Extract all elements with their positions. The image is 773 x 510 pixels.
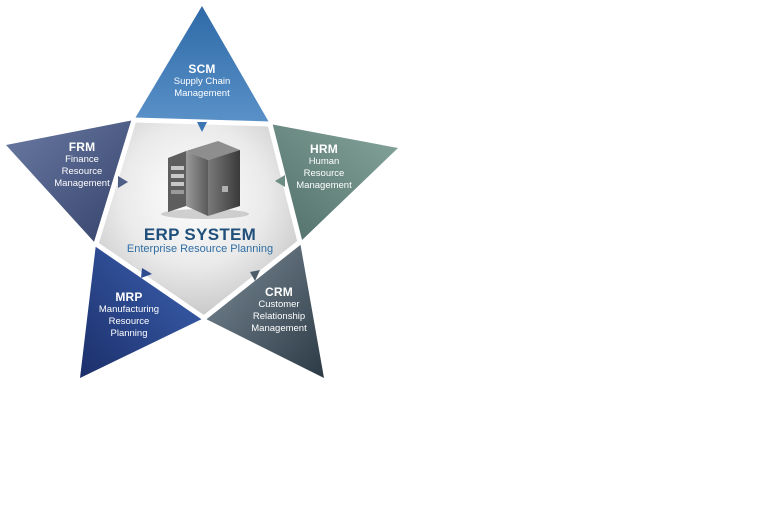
scm-arrow-icon (197, 122, 207, 132)
hrm-line: Human (308, 156, 340, 167)
center-title: ERP SYSTEM (143, 225, 257, 244)
crm-point (204, 242, 324, 378)
scm-line: Management (174, 88, 230, 99)
scm-point (134, 6, 270, 124)
hrm-line: Resource (303, 168, 345, 179)
frm-line: Management (54, 178, 110, 189)
server-icon (161, 141, 249, 219)
frm-arrow-icon (118, 176, 128, 188)
scm-abbr: SCM (188, 62, 216, 76)
mrp-point (80, 244, 204, 378)
crm-line: Customer (258, 299, 300, 310)
mrp-line: Planning (110, 328, 148, 339)
hrm-label: HRM Human Resource Management (283, 142, 365, 192)
mrp-arrow-icon (141, 268, 152, 278)
frm-line: Finance (65, 154, 99, 165)
center-pentagon (93, 117, 303, 321)
mrp-line: Manufacturing (98, 304, 160, 315)
scm-label: SCM Supply Chain Management (152, 62, 252, 100)
crm-label: CRM Customer Relationship Management (238, 285, 320, 335)
crm-line: Management (251, 323, 307, 334)
mrp-abbr: MRP (115, 290, 143, 304)
scm-line: Supply Chain (173, 76, 231, 87)
center-subtitle: Enterprise Resource Planning (126, 243, 274, 255)
mrp-label: MRP Manufacturing Resource Planning (86, 290, 172, 340)
frm-line: Resource (61, 166, 103, 177)
hrm-arrow-icon (275, 175, 285, 187)
frm-abbr: FRM (68, 140, 96, 154)
crm-abbr: CRM (265, 285, 293, 299)
hrm-abbr: HRM (310, 142, 338, 156)
mrp-line: Resource (108, 316, 150, 327)
crm-line: Relationship (252, 311, 306, 322)
frm-point (6, 120, 134, 244)
frm-label: FRM Finance Resource Management (42, 140, 122, 190)
crm-arrow-icon (250, 270, 260, 281)
hrm-line: Management (296, 180, 352, 191)
hrm-point (270, 124, 398, 242)
